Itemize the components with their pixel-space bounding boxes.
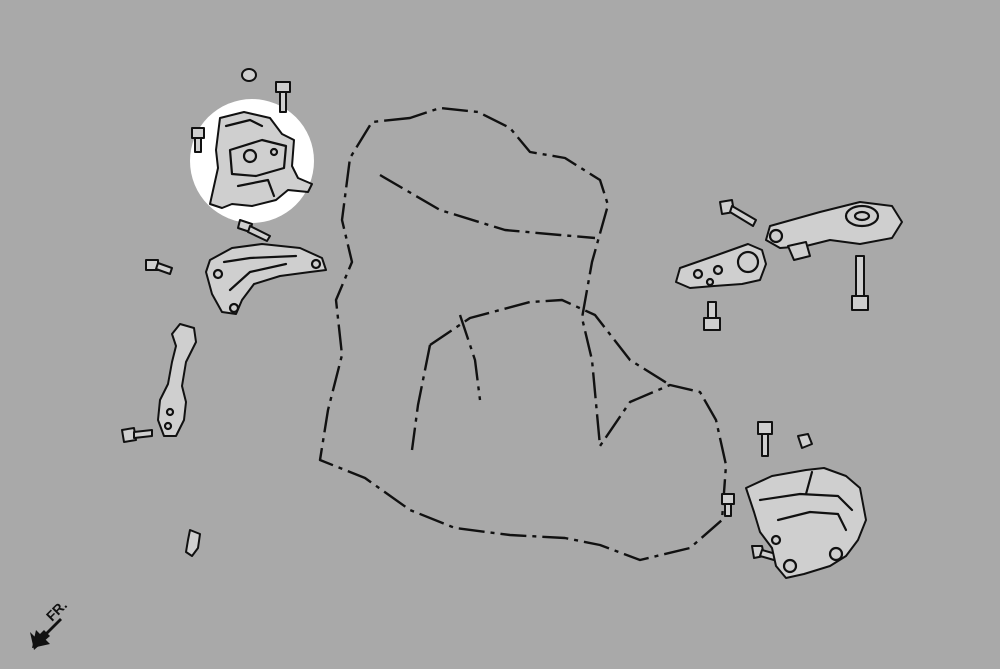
nut-right [797,433,813,449]
front-direction-arrow [30,616,62,650]
bolt-right-1 [719,199,757,227]
front-direction-label: FR. [43,597,70,624]
clip-small [185,529,201,557]
bolt-left-2 [121,427,153,443]
transmission-mount [745,467,867,579]
hook-bracket [157,323,197,437]
bolt-right-4 [721,493,735,517]
nut-top [241,68,257,82]
mount-body [209,111,313,209]
mount-bracket-left [205,243,327,315]
bolt-mid-1 [237,219,271,242]
rod-nut [787,241,811,261]
engine-outline [318,106,728,562]
bolt-left-1 [145,259,173,275]
torque-rod [765,201,903,249]
bolt-top-2 [191,127,205,153]
long-bolt [851,255,869,311]
rod-bracket [675,243,767,289]
bolt-top-1 [275,81,291,113]
highlighted-engine-mount [190,99,314,223]
bolt-right-3 [757,421,773,457]
bolt-right-2 [703,301,721,331]
